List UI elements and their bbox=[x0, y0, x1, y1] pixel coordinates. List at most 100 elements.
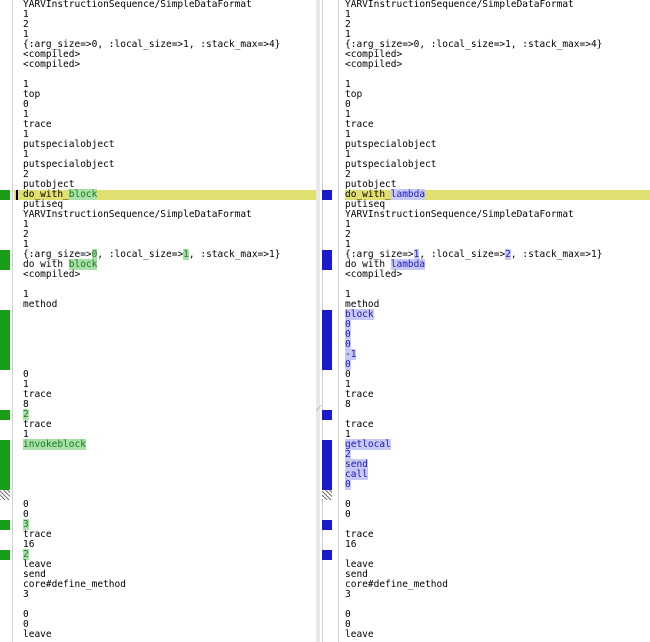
text-cursor bbox=[16, 190, 18, 200]
line-text: 2 bbox=[23, 229, 29, 240]
changed-text: 0 bbox=[91, 249, 98, 260]
right-diff-pane[interactable]: YARVInstructionSequence/SimpleDataFormat… bbox=[320, 0, 650, 642]
changed-text: 0 bbox=[345, 339, 351, 350]
diff-marker-blue bbox=[322, 190, 332, 200]
line-text: trace bbox=[345, 389, 374, 400]
code-line: 2 bbox=[23, 409, 29, 420]
code-line: <compiled> bbox=[23, 60, 80, 70]
changed-text: 2 bbox=[345, 449, 351, 460]
line-text: trace bbox=[23, 389, 52, 400]
code-line: putobject bbox=[23, 180, 74, 190]
code-line: putspecialobject bbox=[23, 140, 115, 150]
code-line: trace bbox=[345, 530, 374, 540]
code-line: 0 bbox=[23, 610, 29, 620]
line-text: 1 bbox=[345, 149, 351, 160]
line-text: 1 bbox=[345, 289, 351, 300]
code-line: -1 bbox=[345, 349, 357, 360]
code-line: 1 bbox=[345, 290, 351, 300]
code-line: 0 bbox=[345, 339, 351, 350]
line-text: putspecialobject bbox=[23, 159, 115, 170]
line-text: putobject bbox=[23, 179, 75, 190]
line-text: 0 bbox=[23, 499, 29, 510]
line-text: putspecialobject bbox=[345, 139, 437, 150]
line-text: , :stack_max=>1} bbox=[510, 249, 603, 260]
pane-splitter[interactable]: ⟋ bbox=[316, 0, 322, 642]
code-line: 1 bbox=[345, 30, 351, 40]
line-text: 0 bbox=[345, 99, 351, 110]
diff-marker-green bbox=[0, 250, 10, 270]
code-line: core#define_method bbox=[23, 580, 126, 590]
line-text: 1 bbox=[345, 239, 351, 250]
code-line: 0 bbox=[345, 620, 351, 630]
line-text: putiseq bbox=[23, 199, 64, 210]
code-line: 0 bbox=[345, 479, 351, 490]
line-text: 1 bbox=[23, 79, 29, 90]
code-line: <compiled> bbox=[345, 50, 402, 60]
line-text: 1 bbox=[23, 29, 29, 40]
code-line: send bbox=[23, 570, 46, 580]
line-text: trace bbox=[345, 119, 374, 130]
code-line: do_with_block bbox=[23, 189, 98, 200]
changed-text: 0 bbox=[345, 329, 351, 340]
line-text: send bbox=[345, 569, 368, 580]
line-text: method bbox=[345, 299, 380, 310]
changed-text: 2 bbox=[505, 249, 511, 260]
line-text: 0 bbox=[345, 619, 351, 630]
diff-marker-green bbox=[0, 410, 10, 420]
changed-text: 0 bbox=[345, 479, 351, 490]
changed-text: 1 bbox=[183, 249, 189, 260]
code-line: putspecialobject bbox=[23, 160, 115, 170]
line-text: 3 bbox=[23, 589, 29, 600]
code-line: YARVInstructionSequence/SimpleDataFormat bbox=[345, 210, 574, 220]
line-text: leave bbox=[345, 559, 374, 570]
changed-text: lambda bbox=[390, 259, 426, 270]
changed-text: block bbox=[68, 259, 98, 270]
line-text: trace bbox=[23, 529, 52, 540]
line-text: , :stack_max=>1} bbox=[188, 249, 281, 260]
code-line: putobject bbox=[345, 180, 396, 190]
code-line: 0 bbox=[345, 610, 351, 620]
code-line: leave bbox=[23, 560, 52, 570]
code-line: leave bbox=[23, 630, 52, 640]
changed-text: 3 bbox=[23, 519, 29, 530]
line-text: core#define_method bbox=[23, 579, 126, 590]
code-line: 3 bbox=[23, 590, 29, 600]
code-line: 2 bbox=[23, 230, 29, 240]
diff-marker-green bbox=[0, 520, 10, 530]
changed-text: 1 bbox=[413, 249, 420, 260]
code-line: putspecialobject bbox=[345, 140, 437, 150]
line-text: 3 bbox=[345, 589, 351, 600]
code-line: trace bbox=[345, 390, 374, 400]
code-line: block bbox=[345, 309, 374, 320]
code-line: 0 bbox=[23, 370, 29, 380]
code-line: YARVInstructionSequence/SimpleDataFormat bbox=[23, 210, 252, 220]
line-text: 0 bbox=[23, 369, 29, 380]
code-line: trace bbox=[345, 420, 374, 430]
diff-marker-blue bbox=[322, 310, 332, 370]
code-line: <compiled> bbox=[23, 50, 80, 60]
line-text: 0 bbox=[23, 99, 29, 110]
code-line: trace bbox=[23, 530, 52, 540]
code-line: 1 bbox=[345, 80, 351, 90]
line-text: 0 bbox=[345, 499, 351, 510]
splitter-grip-icon[interactable]: ⟋ bbox=[316, 404, 322, 413]
line-text: <compiled> bbox=[345, 269, 403, 280]
diff-marker-green bbox=[0, 550, 10, 560]
changed-text: -1 bbox=[345, 349, 357, 360]
code-line: 1 bbox=[23, 110, 29, 120]
left-diff-pane[interactable]: YARVInstructionSequence/SimpleDataFormat… bbox=[0, 0, 316, 642]
line-text: 1 bbox=[23, 429, 29, 440]
code-line: invokeblock bbox=[23, 439, 86, 450]
code-line: 0 bbox=[345, 100, 351, 110]
line-text: 1 bbox=[23, 129, 29, 140]
line-text: 1 bbox=[345, 29, 351, 40]
changed-text: 0 bbox=[345, 319, 351, 330]
diff-marker-hatch bbox=[322, 490, 332, 500]
line-text: YARVInstructionSequence/SimpleDataFormat bbox=[345, 0, 574, 10]
line-text: 0 bbox=[345, 609, 351, 620]
line-text: do_with_ bbox=[345, 189, 391, 200]
line-text: do with bbox=[23, 259, 69, 270]
code-line: 0 bbox=[345, 510, 351, 520]
code-line: <compiled> bbox=[345, 270, 402, 280]
code-line: 1 bbox=[23, 150, 29, 160]
